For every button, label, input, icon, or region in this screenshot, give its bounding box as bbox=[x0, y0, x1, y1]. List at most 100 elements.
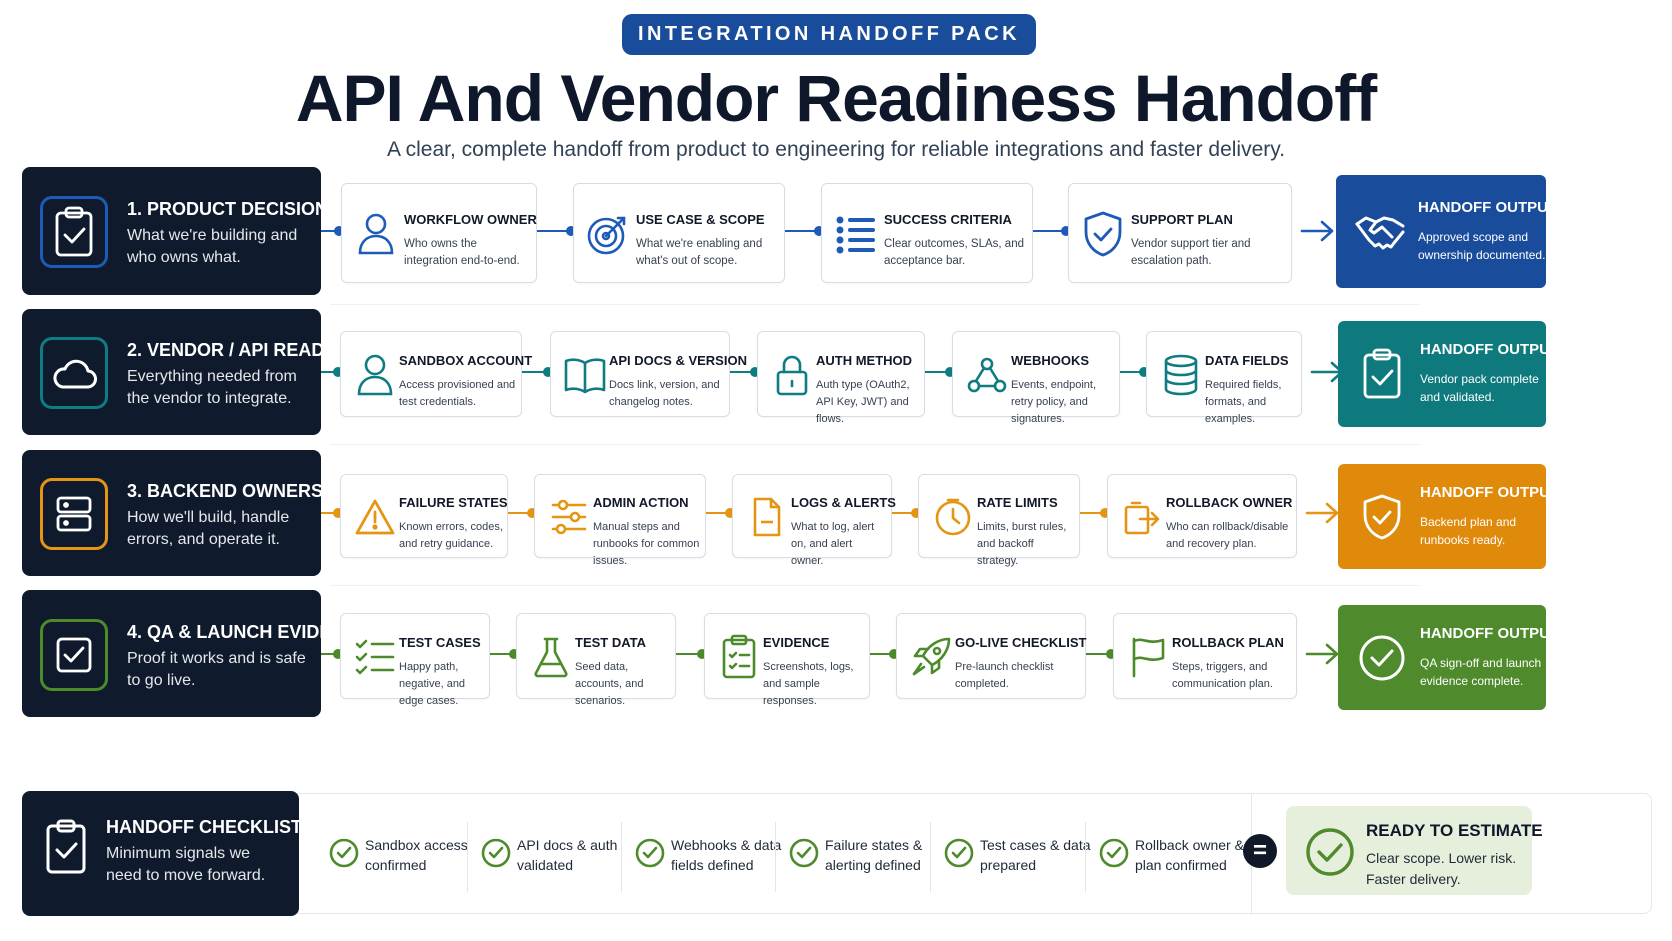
step-card: API DOCS & VERSION Docs link, version, an… bbox=[550, 331, 747, 417]
user-icon bbox=[354, 210, 398, 258]
handoff-output-desc: Approved scope and ownership documented. bbox=[1418, 229, 1546, 262]
step-card-desc: Happy path, negative, and edge cases. bbox=[399, 661, 466, 707]
step-card-title: RATE LIMITS bbox=[977, 495, 1058, 510]
clipboard-check-icon bbox=[1354, 346, 1410, 402]
connector-dot bbox=[527, 508, 537, 518]
connector-dot bbox=[814, 226, 824, 236]
row-lead-title: 2. VENDOR / API READINESS bbox=[127, 340, 379, 360]
connector-line bbox=[785, 226, 824, 236]
step-card-desc: Vendor support tier and escalation path. bbox=[1131, 238, 1251, 267]
warning-icon bbox=[353, 493, 397, 541]
checklist-item: API docs & auth validated bbox=[481, 794, 631, 915]
file-icon bbox=[745, 493, 789, 541]
step-card-title: TEST DATA bbox=[575, 635, 647, 650]
row-lead-title: 3. BACKEND OWNERSHIP bbox=[127, 481, 354, 501]
step-card-desc: Pre-launch checklist completed. bbox=[955, 661, 1054, 690]
checklist-lead: HANDOFF CHECKLIST Minimum signals we nee… bbox=[22, 791, 302, 916]
connector-dot bbox=[911, 508, 921, 518]
page-title: API And Vendor Readiness Handoff bbox=[295, 61, 1377, 135]
step-card-title: TEST CASES bbox=[399, 635, 481, 650]
check-circle-icon bbox=[789, 838, 819, 868]
handoff-output-title: HANDOFF OUTPUT bbox=[1420, 341, 1560, 358]
handoff-output-title: HANDOFF OUTPUT bbox=[1418, 198, 1558, 216]
checklist-item: Webhooks & data fields defined bbox=[635, 794, 785, 915]
checklist-item-label: API docs & auth validated bbox=[517, 837, 618, 873]
connector-dot bbox=[1106, 648, 1116, 659]
row-lead-desc: Everything needed from the vendor to int… bbox=[127, 368, 297, 407]
row-2: 2. VENDOR / API READINESS Everything need… bbox=[22, 309, 1652, 435]
handoff-checklist: Sandbox access confirmed API docs & auth … bbox=[22, 791, 1652, 916]
checklist-item-label: Webhooks & data fields defined bbox=[671, 837, 782, 873]
row-lead-title: 1. PRODUCT DECISION bbox=[127, 199, 329, 219]
handoff-output: HANDOFF OUTPUT Approved scope and ownersh… bbox=[1336, 175, 1557, 288]
check-circle-icon bbox=[481, 838, 511, 868]
step-card: TEST CASES Happy path, negative, and edge… bbox=[340, 613, 490, 707]
book-icon bbox=[563, 351, 607, 399]
flask-icon bbox=[529, 633, 573, 681]
checklist-icon bbox=[353, 633, 397, 681]
step-card-title: SUPPORT PLAN bbox=[1131, 212, 1233, 227]
step-card-title: AUTH METHOD bbox=[816, 353, 913, 368]
user-icon bbox=[353, 351, 397, 399]
handoff-output-desc: QA sign-off and launch evidence complete… bbox=[1420, 655, 1542, 688]
connector-line bbox=[508, 508, 537, 518]
connector-line bbox=[706, 508, 735, 518]
step-card-desc: Clear outcomes, SLAs, and acceptance bar… bbox=[884, 238, 1024, 267]
eyebrow-badge: INTEGRATION HANDOFF PACK bbox=[622, 14, 1036, 55]
ready-title: READY TO ESTIMATE bbox=[1366, 821, 1543, 840]
step-card-desc: Docs link, version, and changelog notes. bbox=[609, 379, 720, 408]
step-card-title: SUCCESS CRITERIA bbox=[884, 212, 1012, 227]
check-circle-icon bbox=[329, 838, 359, 868]
clipboard-check-icon bbox=[40, 196, 108, 268]
equals-icon: = bbox=[1243, 834, 1277, 868]
checklist-title: HANDOFF CHECKLIST bbox=[106, 817, 302, 837]
step-card-title: ROLLBACK PLAN bbox=[1172, 635, 1284, 650]
step-card-desc: Required fields, formats, and examples. bbox=[1205, 379, 1282, 425]
checklist-item: Sandbox access confirmed bbox=[329, 794, 479, 915]
arrow-right-icon bbox=[1300, 219, 1336, 243]
rocket-icon bbox=[909, 633, 953, 681]
connector-line bbox=[490, 648, 519, 659]
step-card-desc: Who can rollback/disable and recovery pl… bbox=[1166, 521, 1289, 550]
checklist-divider bbox=[930, 822, 931, 892]
handshake-icon bbox=[1352, 204, 1408, 260]
connector-line bbox=[730, 367, 760, 377]
check-circle-icon bbox=[1354, 630, 1410, 686]
rollback-icon bbox=[1120, 493, 1164, 541]
step-card-desc: Events, endpoint, retry policy, and sign… bbox=[1011, 379, 1097, 425]
checklist-desc: Minimum signals we need to move forward. bbox=[106, 845, 266, 884]
step-card-desc: Seed data, accounts, and scenarios. bbox=[575, 661, 644, 707]
handoff-output-title: HANDOFF OUTPUT bbox=[1420, 624, 1560, 642]
connector-line bbox=[1120, 367, 1149, 377]
shield-check-icon bbox=[1081, 210, 1125, 258]
row-lead: 2. VENDOR / API READINESS Everything need… bbox=[22, 309, 378, 435]
ready-to-estimate: READY TO ESTIMATE Clear scope. Lower ris… bbox=[1286, 806, 1543, 895]
connector-dot bbox=[1061, 226, 1071, 236]
row-lead-desc: Proof it works and is safe to go live. bbox=[127, 649, 306, 689]
list-icon bbox=[834, 210, 878, 258]
checklist-divider bbox=[1085, 822, 1086, 892]
database-icon bbox=[1159, 351, 1203, 399]
step-card-desc: Steps, triggers, and communication plan. bbox=[1172, 661, 1273, 690]
step-card-title: API DOCS & VERSION bbox=[609, 353, 747, 368]
clipboard-list-icon bbox=[717, 633, 761, 681]
lock-icon bbox=[770, 351, 814, 399]
step-card-desc: What to log, alert on, and alert owner. bbox=[791, 521, 875, 567]
connector-dot bbox=[509, 648, 519, 659]
webhook-icon bbox=[965, 351, 1009, 399]
step-card-desc: Manual steps and runbooks for common iss… bbox=[593, 521, 700, 567]
connector-dot bbox=[725, 508, 735, 518]
